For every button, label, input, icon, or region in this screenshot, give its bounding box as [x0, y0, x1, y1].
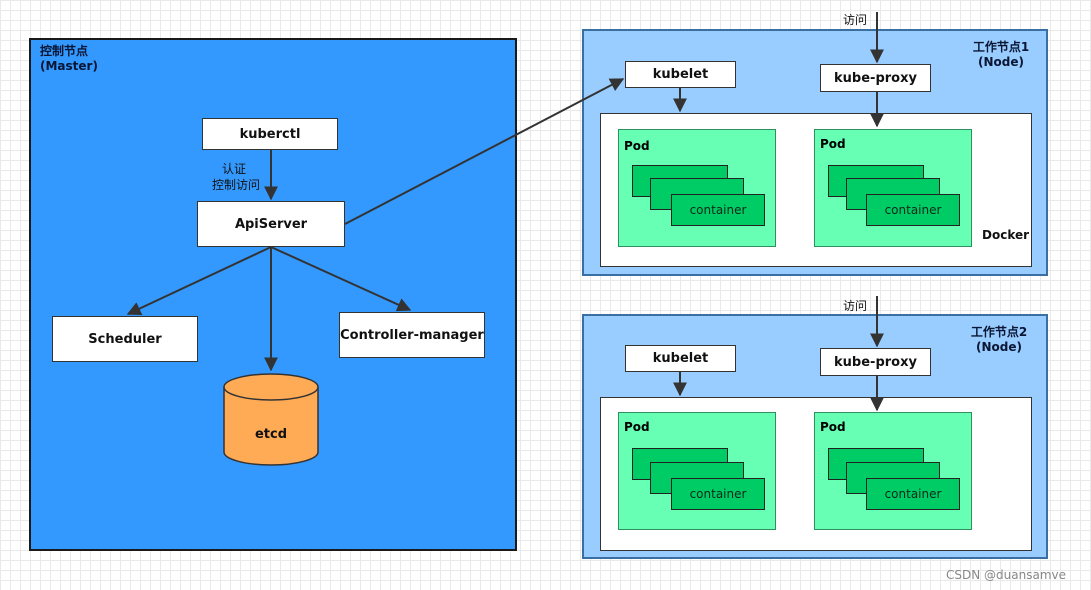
node-1-pod-1-label: Pod [624, 139, 650, 153]
node-2-pod-2-container-label: container [884, 487, 942, 501]
node-1-pod-2-container: container [866, 194, 960, 226]
node-1-pod-1-container: container [671, 194, 765, 226]
node-2-pod-1-container-label: container [689, 487, 747, 501]
scheduler-label: Scheduler [88, 331, 162, 347]
node-2-kubelet-label: kubelet [652, 351, 709, 366]
node-2-pod-1-label: Pod [624, 420, 650, 434]
node-1-pod-1-container-label: container [689, 203, 747, 217]
worker-node-1-subtitle-text: (Node) [978, 55, 1024, 69]
etcd-cylinder [223, 373, 319, 466]
controller-manager-box: Controller-manager [339, 312, 485, 358]
watermark: CSDN @duansamve [946, 568, 1066, 582]
node-1-docker-label: Docker [982, 228, 1030, 242]
kuberctl-label: kuberctl [239, 126, 301, 142]
node-1-kube-proxy-box: kube-proxy [820, 64, 931, 92]
apiserver-to-kubelet-arrow [344, 78, 625, 225]
node-2-kube-proxy-label: kube-proxy [834, 354, 917, 370]
node-2-pod-2-container: container [866, 478, 960, 510]
master-title: 控制节点 (Master) [40, 44, 98, 74]
apiserver-to-controller-arrow [270, 246, 412, 312]
worker-node-1-title-text: 工作节点1 [972, 40, 1030, 54]
node-1-kube-proxy-label: kube-proxy [834, 70, 917, 86]
worker-node-1-title: 工作节点1 (Node) [960, 40, 1042, 70]
auth-label: 认证 [222, 162, 247, 176]
master-subtitle-text: (Master) [40, 59, 98, 73]
node-1-kubelet-box: kubelet [625, 61, 736, 88]
node-1-kubelet-label: kubelet [652, 67, 709, 82]
apiserver-to-scheduler-arrow [126, 246, 272, 315]
apiserver-box: ApiServer [197, 201, 345, 247]
kuberctl-box: kuberctl [202, 118, 338, 150]
node-2-pod-2-label: Pod [820, 420, 846, 434]
etcd-label: etcd [254, 427, 288, 442]
node-1-pod-2-label: Pod [820, 137, 846, 151]
master-title-text: 控制节点 [40, 44, 89, 58]
node-2-kubelet-box: kubelet [625, 345, 736, 372]
worker-node-2-subtitle-text: (Node) [976, 340, 1022, 354]
scheduler-box: Scheduler [52, 316, 198, 362]
controller-manager-label: Controller-manager [340, 327, 484, 343]
node-2-kube-proxy-box: kube-proxy [820, 348, 931, 376]
node-1-access-label: 访问 [843, 13, 868, 27]
worker-node-2-title: 工作节点2 (Node) [958, 325, 1040, 355]
node-2-access-label: 访问 [843, 299, 868, 313]
node-2-pod-1-container: container [671, 478, 765, 510]
worker-node-2-title-text: 工作节点2 [970, 325, 1028, 339]
access-control-label: 控制访问 [212, 178, 261, 192]
node-1-pod-2-container-label: container [884, 203, 942, 217]
apiserver-label: ApiServer [234, 216, 308, 232]
